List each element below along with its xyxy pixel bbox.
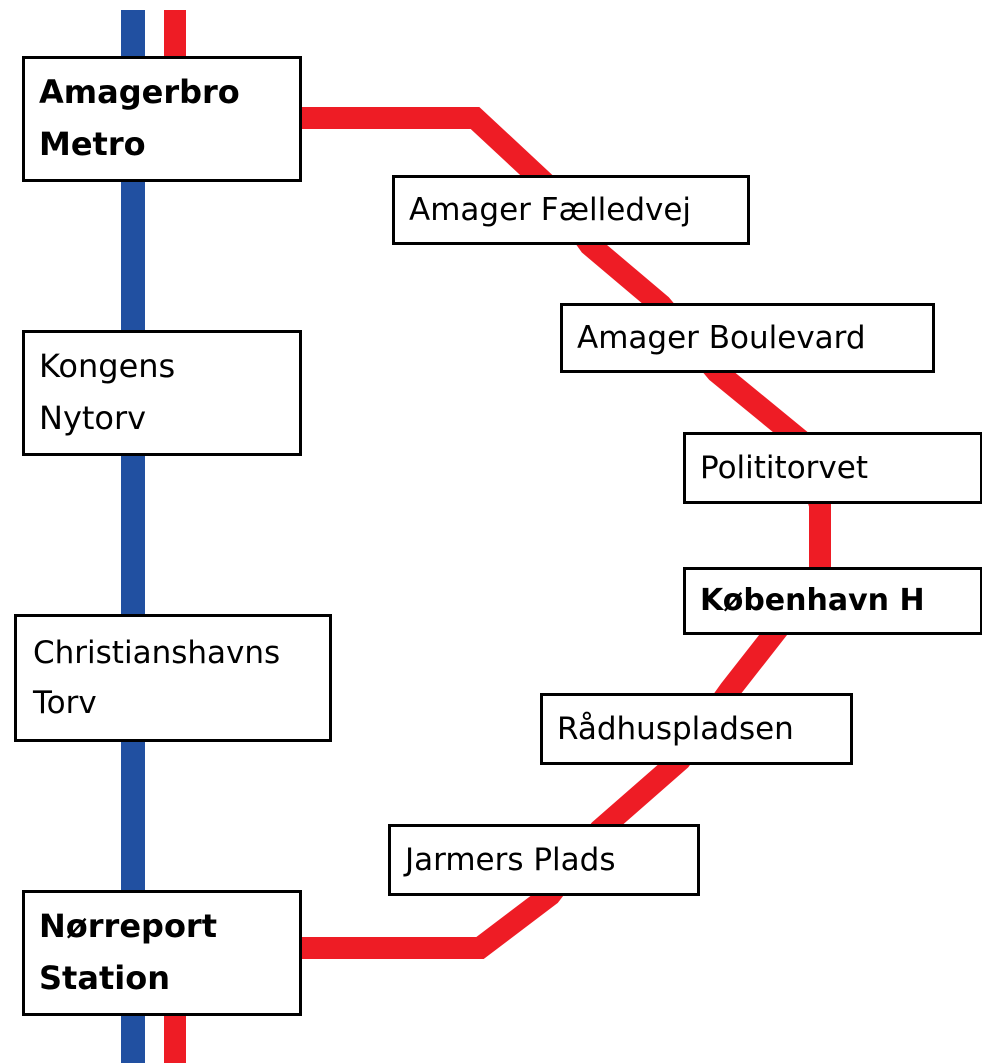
station-label: Amager Boulevard <box>577 319 866 356</box>
station-kongens-nytorv[interactable]: Kongens Nytorv <box>22 330 302 456</box>
station-label: Amager Fælledvej <box>409 191 692 228</box>
station-label: Polititorvet <box>700 449 868 486</box>
station-christianshavns-torv[interactable]: Christianshavns Torv <box>14 614 332 742</box>
station-polititorvet[interactable]: Polititorvet <box>683 432 982 504</box>
station-label-line2: Nytorv <box>39 399 147 437</box>
station-label: Rådhuspladsen <box>557 710 794 747</box>
station-label-line1: Christianshavns <box>33 634 281 671</box>
station-label: Jarmers Plads <box>405 841 616 878</box>
station-amagerbro-metro[interactable]: Amagerbro Metro <box>22 56 302 182</box>
station-amager-faelledvej[interactable]: Amager Fælledvej <box>392 175 750 245</box>
station-label-line2: Torv <box>33 685 97 721</box>
station-label-line1: Kongens <box>39 347 176 386</box>
station-radhuspladsen[interactable]: Rådhuspladsen <box>540 693 853 765</box>
station-label-line2: Metro <box>39 125 146 163</box>
station-label: København H <box>700 582 925 618</box>
station-jarmers-plads[interactable]: Jarmers Plads <box>388 824 700 896</box>
station-kobenhavn-h[interactable]: København H <box>683 567 982 635</box>
station-label-line1: Amagerbro <box>39 73 240 112</box>
station-norreport-station[interactable]: Nørreport Station <box>22 890 302 1016</box>
station-amager-boulevard[interactable]: Amager Boulevard <box>560 303 935 373</box>
station-label-line2: Station <box>39 959 170 997</box>
station-label-line1: Nørreport <box>39 907 217 946</box>
